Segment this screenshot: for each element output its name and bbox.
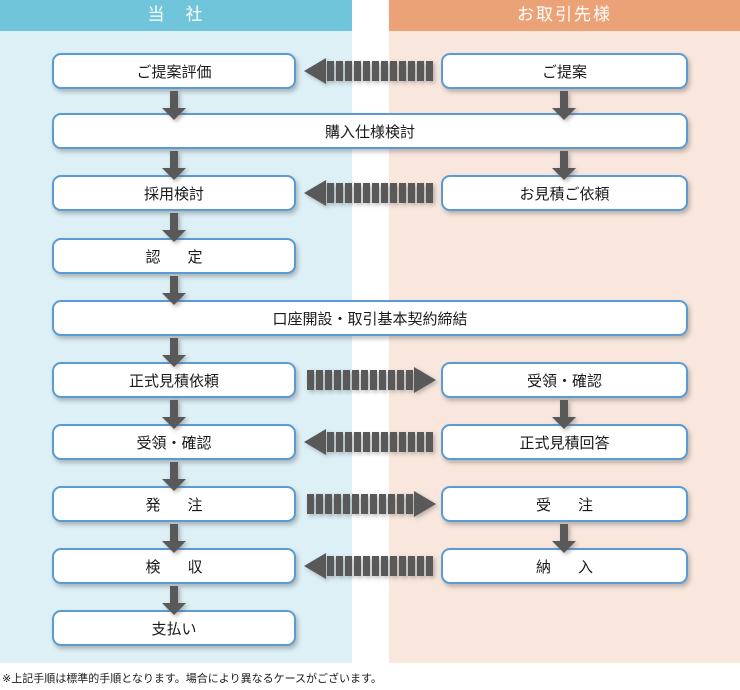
node-account-and-contract[interactable]: 口座開設・取引基本契約締結 — [52, 300, 688, 336]
down-arrow-icon — [161, 586, 187, 616]
down-arrow-icon — [551, 400, 577, 430]
down-arrow-icon — [551, 524, 577, 554]
striped-arrow-right-icon — [304, 366, 436, 394]
down-arrow-icon — [161, 400, 187, 430]
node-formal-quote-reply[interactable]: 正式見積回答 — [441, 424, 688, 460]
down-arrow-icon — [161, 213, 187, 243]
node-purchase-spec-review[interactable]: 購入仕様検討 — [52, 113, 688, 149]
striped-arrow-left-icon — [304, 179, 436, 207]
column-header-left: 当 社 — [0, 0, 352, 31]
down-arrow-icon — [551, 151, 577, 181]
down-arrow-icon — [161, 462, 187, 492]
node-proposal[interactable]: ご提案 — [441, 53, 688, 89]
down-arrow-icon — [161, 91, 187, 121]
node-formal-quote-request[interactable]: 正式見積依頼 — [52, 362, 296, 398]
node-certification[interactable]: 認 定 — [52, 238, 296, 274]
down-arrow-icon — [161, 151, 187, 181]
node-receive-order[interactable]: 受 注 — [441, 486, 688, 522]
node-receipt-confirmation-right[interactable]: 受領・確認 — [441, 362, 688, 398]
down-arrow-icon — [161, 276, 187, 306]
striped-arrow-left-icon — [304, 552, 436, 580]
down-arrow-icon — [161, 338, 187, 368]
footnote-text: ※上記手順は標準的手順となります。場合により異なるケースがございます。 — [2, 672, 382, 685]
striped-arrow-left-icon — [304, 428, 436, 456]
node-proposal-evaluation[interactable]: ご提案評価 — [52, 53, 296, 89]
node-delivery[interactable]: 納 入 — [441, 548, 688, 584]
node-adoption-review[interactable]: 採用検討 — [52, 175, 296, 211]
down-arrow-icon — [551, 91, 577, 121]
striped-arrow-right-icon — [304, 490, 436, 518]
node-place-order[interactable]: 発 注 — [52, 486, 296, 522]
down-arrow-icon — [161, 524, 187, 554]
column-header-right: お取引先様 — [389, 0, 740, 31]
striped-arrow-left-icon — [304, 57, 436, 85]
